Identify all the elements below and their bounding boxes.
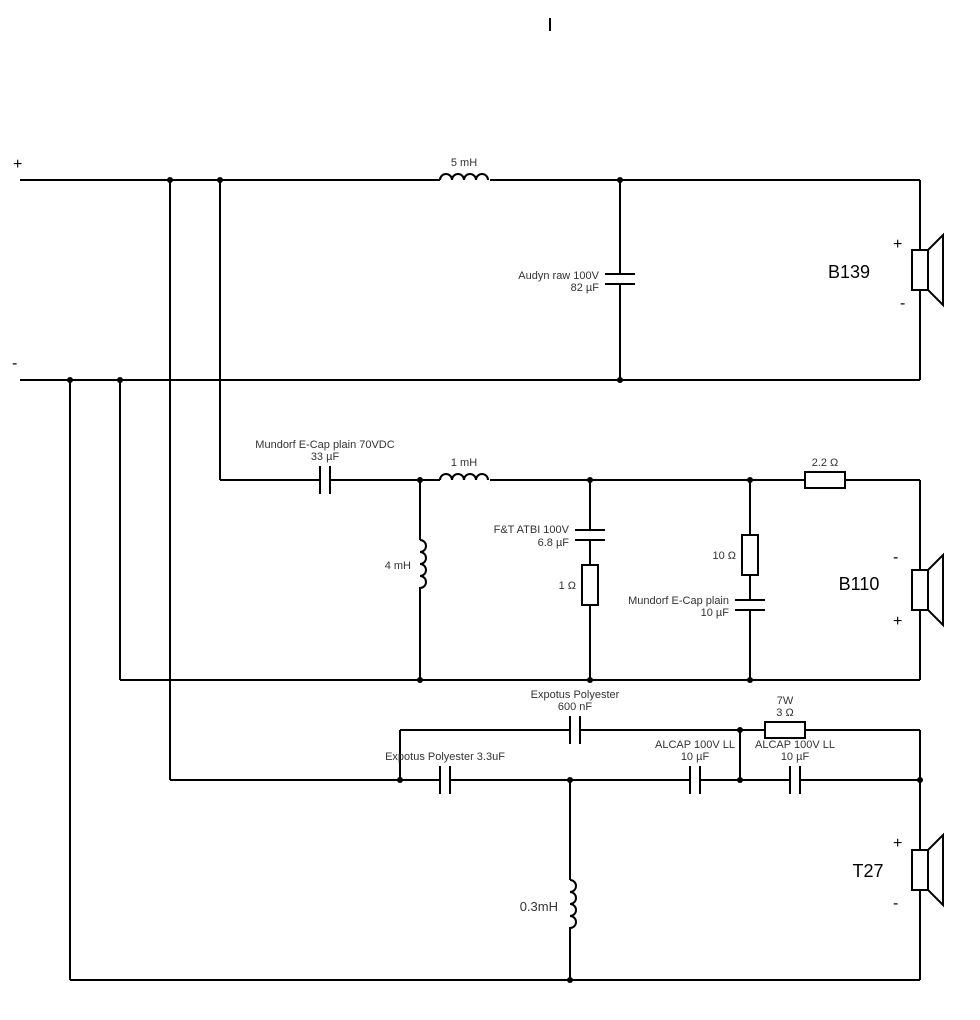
junction-dots: [67, 177, 923, 983]
mid-shunt-inductor-label: 4 mH: [385, 560, 411, 572]
tweeter-resistor-power: 7W: [777, 695, 794, 707]
mid-zobel-capacitor-value: 6.8 µF: [538, 537, 570, 549]
tweeter-minus-label: -: [893, 895, 898, 912]
mid-notch-resistor: [741, 534, 759, 576]
tweeter-bypass-capacitor-brand: Expotus Polyester: [531, 689, 620, 701]
woofer-inductor-label: 5 mH: [451, 157, 477, 169]
woofer-minus-label: -: [900, 295, 905, 312]
tweeter-series-capacitor-3: [789, 766, 801, 794]
woofer-capacitor: [605, 273, 635, 285]
input-plus-label: +: [13, 156, 22, 173]
mid-minus-label: -: [893, 549, 898, 566]
tweeter-shunt-inductor-label: 0.3mH: [520, 899, 558, 914]
tweeter-resistor: [764, 721, 806, 739]
mid-series-resistor: [804, 471, 846, 489]
mid-series-capacitor: [319, 466, 331, 494]
mid-series-inductor-label: 1 mH: [451, 457, 477, 469]
mid-zobel-capacitor-brand: F&T ATBI 100V: [494, 524, 570, 536]
tweeter-plus-label: +: [893, 835, 902, 852]
tweeter-driver-name: T27: [852, 861, 883, 881]
mid-shunt-inductor: [419, 539, 427, 590]
woofer-driver-name: B139: [828, 262, 870, 282]
tweeter-series-capacitor-2-brand: ALCAP 100V LL: [655, 739, 735, 751]
mid-driver-name: B110: [839, 574, 880, 594]
woofer-capacitor-value: 82 µF: [571, 282, 600, 294]
woofer-inductor: [439, 173, 489, 181]
mid-series-capacitor-value: 33 µF: [311, 451, 340, 463]
mid-notch-resistor-label: 10 Ω: [712, 550, 736, 562]
tweeter-bypass-capacitor-value: 600 nF: [558, 701, 593, 713]
mid-series-inductor: [439, 473, 489, 481]
wires: [20, 179, 921, 981]
input-minus-label: -: [12, 355, 17, 372]
tweeter-speaker-icon: [911, 832, 944, 908]
tweeter-series-capacitor-3-brand: ALCAP 100V LL: [755, 739, 835, 751]
mid-zobel-resistor: [581, 564, 599, 606]
mid-zobel-resistor-label: 1 Ω: [559, 580, 576, 592]
woofer-capacitor-brand: Audyn raw 100V: [518, 270, 599, 282]
tweeter-resistor-value: 3 Ω: [776, 707, 793, 719]
mid-speaker-icon: [911, 552, 944, 628]
tweeter-bypass-capacitor: [569, 716, 581, 744]
mid-series-capacitor-brand: Mundorf E-Cap plain 70VDC: [255, 439, 394, 451]
mid-notch-capacitor: [735, 599, 765, 611]
tweeter-shunt-inductor: [569, 879, 577, 930]
woofer-speaker-icon: [911, 232, 944, 308]
mid-series-resistor-label: 2.2 Ω: [812, 457, 839, 469]
tweeter-series-capacitor-2: [689, 766, 701, 794]
mid-zobel-capacitor: [575, 529, 605, 541]
tweeter-series-capacitor-2-value: 10 µF: [681, 751, 710, 763]
mid-notch-capacitor-value: 10 µF: [701, 607, 730, 619]
mid-notch-capacitor-brand: Mundorf E-Cap plain: [628, 595, 729, 607]
mid-plus-label: +: [893, 613, 902, 630]
tweeter-series-capacitor-1-label: Expotus Polyester 3.3uF: [385, 751, 505, 763]
tweeter-series-capacitor-1: [439, 766, 451, 794]
woofer-plus-label: +: [893, 236, 902, 253]
tweeter-series-capacitor-3-value: 10 µF: [781, 751, 810, 763]
